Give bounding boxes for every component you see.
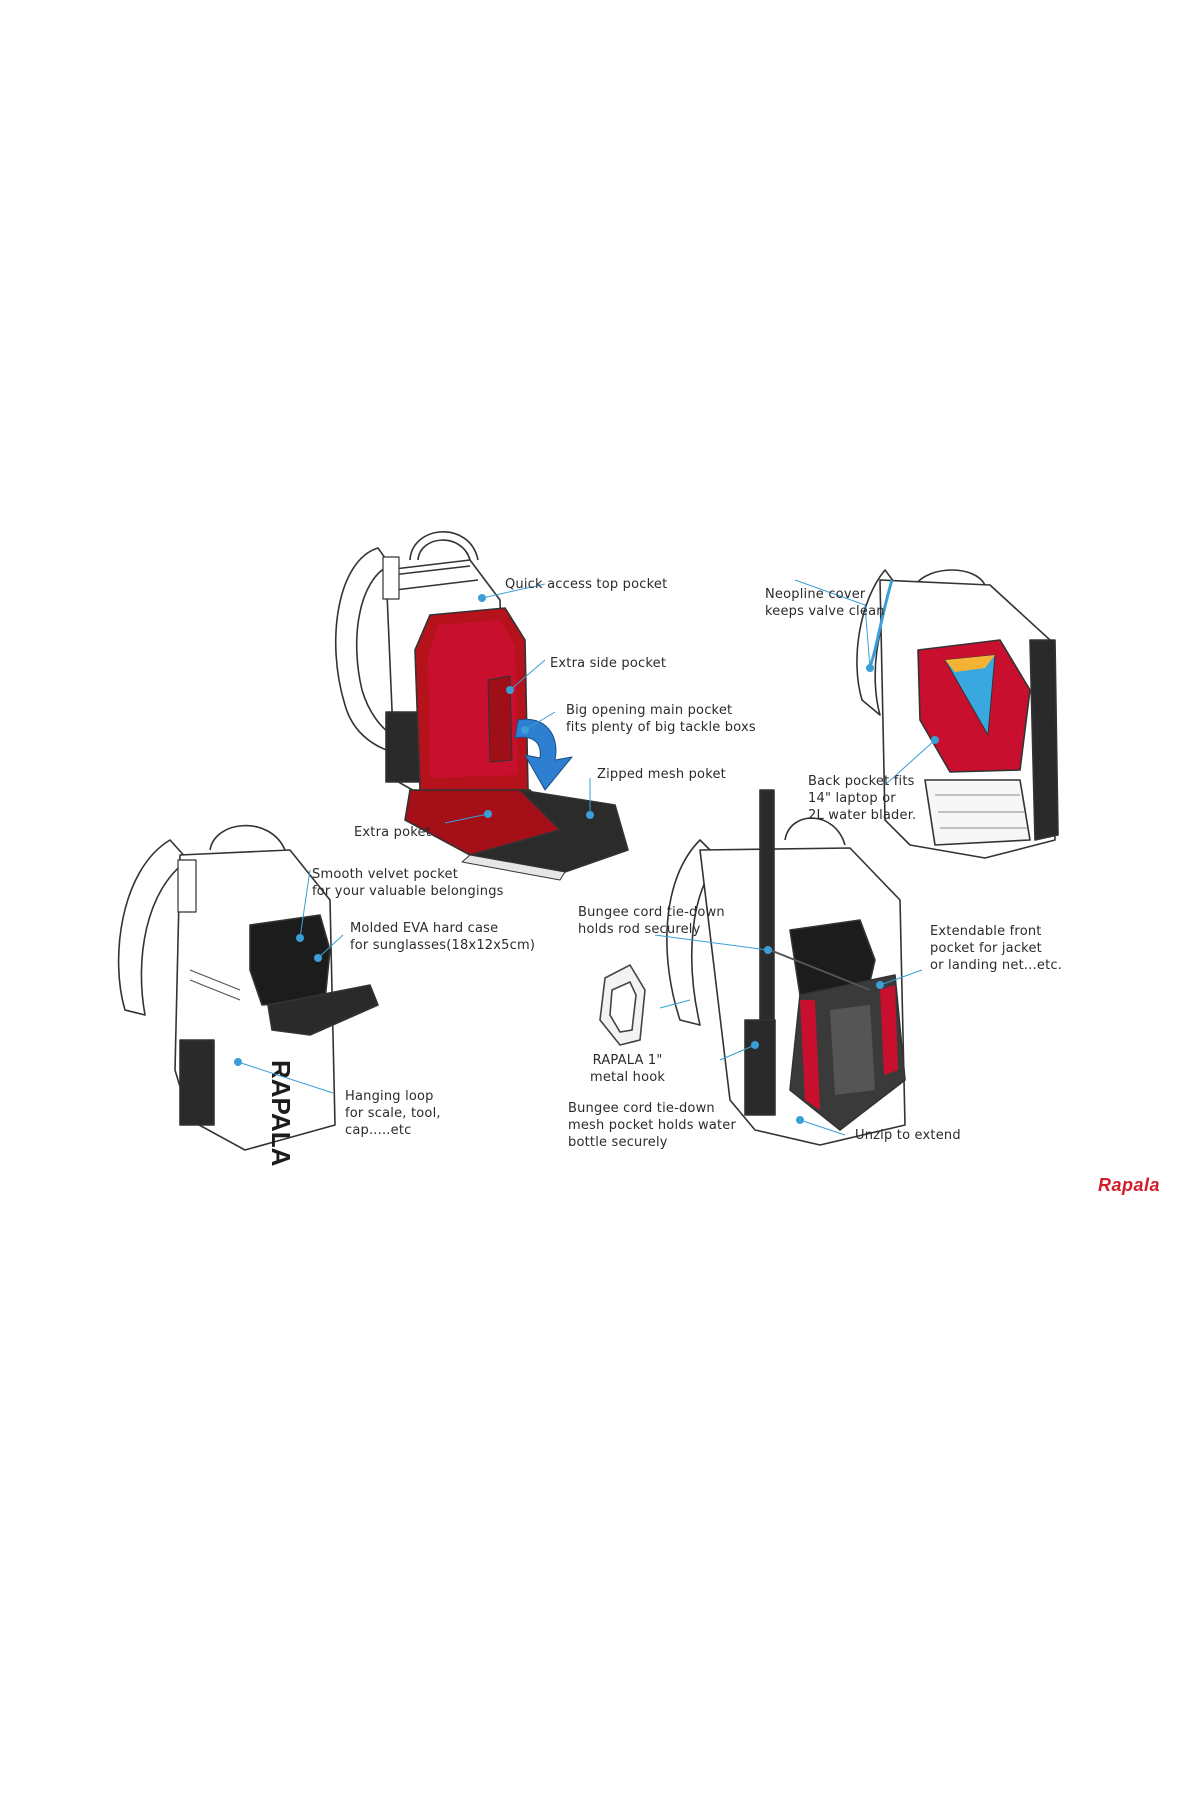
label-bungee-rod: Bungee cord tie-down holds rod securely xyxy=(578,905,725,937)
label-neopline-cover: Neopline cover keeps valve clean xyxy=(765,587,885,619)
label-extra-side-pocket: Extra side pocket xyxy=(550,656,667,671)
backpack-sunglasses-case: RAPALA xyxy=(117,824,379,1167)
label-big-opening-main-pocket: Big opening main pocket fits plenty of b… xyxy=(566,703,756,735)
label-extra-poket: Extra poket xyxy=(354,825,432,840)
backpack-back-pocket xyxy=(856,569,1059,859)
label-back-pocket: Back pocket fits 14" laptop or 2L water … xyxy=(808,774,917,823)
label-hanging-loop: Hanging loop for scale, tool, cap.....et… xyxy=(345,1089,441,1138)
label-bungee-bottle: Bungee cord tie-down mesh pocket holds w… xyxy=(568,1101,737,1150)
label-quick-access-top-pocket: Quick access top pocket xyxy=(505,577,668,592)
callout-lines xyxy=(237,579,936,1136)
rapala-logo: Rapala xyxy=(1098,1175,1161,1195)
backpack-rod-holder xyxy=(666,789,906,1146)
label-smooth-velvet-pocket: Smooth velvet pocket for your valuable b… xyxy=(312,867,504,899)
svg-text:RAPALA: RAPALA xyxy=(266,1060,296,1167)
label-zipped-mesh-poket: Zipped mesh poket xyxy=(597,767,726,782)
label-rapala-hook: RAPALA 1" metal hook xyxy=(590,1053,666,1085)
label-extendable-front-pocket: Extendable front pocket for jacket or la… xyxy=(930,924,1063,973)
label-molded-eva-case: Molded EVA hard case for sunglasses(18x1… xyxy=(350,921,536,953)
label-unzip-to-extend: Unzip to extend xyxy=(855,1128,961,1143)
backpack-open-main-pocket xyxy=(334,531,629,881)
metal-hook-icon xyxy=(599,963,646,1046)
callout-dots xyxy=(234,594,939,1124)
